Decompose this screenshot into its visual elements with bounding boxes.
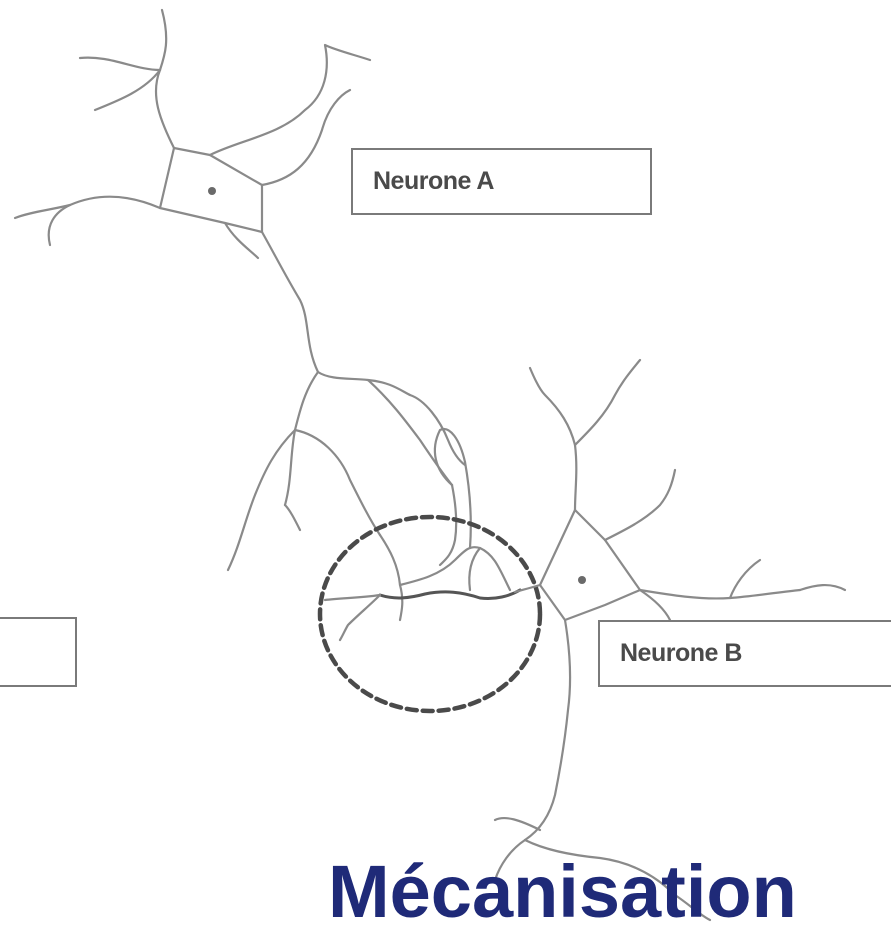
axon-terminal bbox=[400, 547, 510, 590]
neuron-a-dendrite bbox=[49, 197, 160, 245]
neuron-b-soma bbox=[540, 510, 640, 620]
neuron-a-dendrite bbox=[225, 223, 258, 258]
neuron-b-label: Neurone B bbox=[598, 620, 891, 687]
neuron-a-axon-branch bbox=[435, 429, 465, 485]
neuron-a-axon-branch bbox=[228, 430, 295, 570]
axon-terminal bbox=[440, 485, 456, 565]
neuron-b-label-text: Neurone B bbox=[620, 639, 742, 668]
neuron-a-dendrite bbox=[95, 70, 160, 110]
synapse-highlight-circle bbox=[320, 517, 540, 711]
neuron-a-axon-branch bbox=[295, 430, 380, 535]
neuron-a-dendrite bbox=[80, 58, 160, 70]
neuron-a-axon bbox=[262, 232, 410, 395]
neuron-a-label: Neurone A bbox=[351, 148, 652, 215]
neuron-a-nucleus bbox=[208, 187, 216, 195]
neuron-a-axon-branch bbox=[410, 395, 465, 465]
axon-terminal bbox=[325, 595, 380, 600]
neuron-a-label-text: Neurone A bbox=[373, 167, 494, 196]
neuron-a-axon-branch bbox=[285, 372, 318, 505]
neuron-a bbox=[15, 10, 465, 570]
neuron-b-dendrite bbox=[730, 560, 760, 598]
axon-terminal bbox=[469, 548, 480, 590]
neuron-b-dendrite bbox=[575, 360, 640, 445]
axon-terminal bbox=[340, 595, 380, 640]
neuron-b-dendrite bbox=[530, 368, 576, 510]
axon-terminal bbox=[380, 535, 402, 620]
neuron-b-dendrite bbox=[640, 590, 800, 598]
neuron-a-dendrite bbox=[262, 90, 350, 185]
neuron-a-dendrite bbox=[156, 10, 174, 148]
left-label-box bbox=[0, 617, 77, 687]
neuron-b-dendrite bbox=[605, 470, 675, 540]
neuron-a-axon-branch bbox=[285, 505, 300, 530]
neuron-a-dendrite bbox=[15, 205, 70, 218]
axon-terminal bbox=[465, 462, 471, 548]
neuron-b-nucleus bbox=[578, 576, 586, 584]
neuron-b-axon-branch bbox=[495, 818, 540, 830]
page-title-partial: Mécanisation bbox=[328, 855, 797, 929]
neuron-b-dendrite bbox=[800, 585, 845, 590]
neuron-a-dendrite bbox=[210, 45, 370, 155]
